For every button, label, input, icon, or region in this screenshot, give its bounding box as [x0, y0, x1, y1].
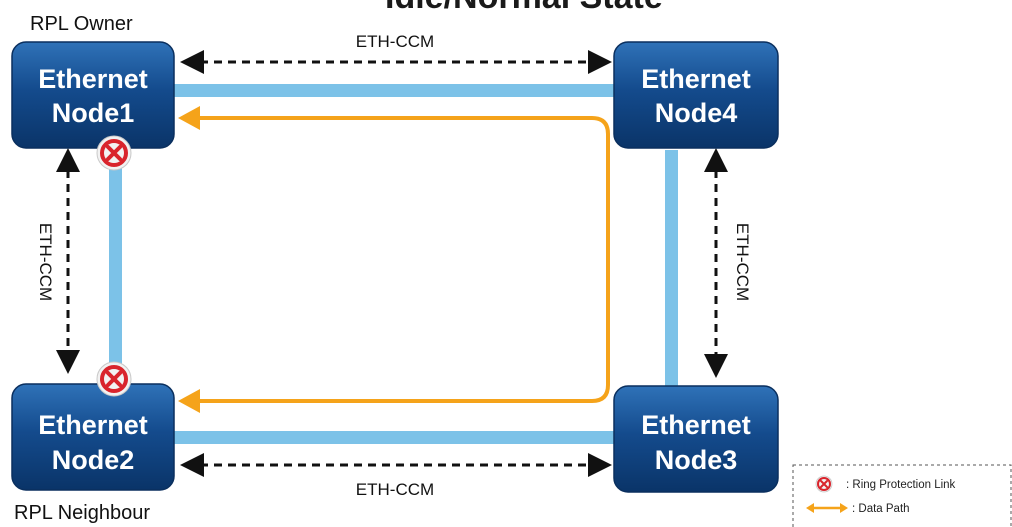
x-circle-icon: [815, 475, 833, 493]
legend-ring-protection-link: : Ring Protection Link: [846, 479, 956, 491]
diagram-title: Idle/Normal State: [385, 0, 663, 16]
data-path-arrowhead-node1: [178, 106, 200, 130]
ccm-label-top: ETH-CCM: [356, 32, 434, 51]
rpl-owner-label: RPL Owner: [30, 13, 133, 35]
x-circle-icon: [96, 361, 132, 397]
ccm-arrowhead: [588, 50, 612, 74]
node-label-line1: Ethernet: [38, 64, 148, 94]
legend: : Ring Protection Link : Data Path: [792, 464, 1012, 527]
link-node1-node4: [170, 84, 620, 97]
node-label-line2: Node2: [52, 445, 135, 475]
ccm-label-right: ETH-CCM: [733, 223, 752, 301]
ccm-arrowhead: [704, 354, 728, 378]
node-box: [613, 385, 779, 493]
ccm-arrowhead: [180, 453, 204, 477]
legend-data-path: : Data Path: [852, 503, 910, 515]
ccm-label-left: ETH-CCM: [36, 223, 55, 301]
node-ethernet-node4: Ethernet Node4: [613, 41, 779, 149]
link-node4-node3: [665, 150, 678, 390]
node-box: [613, 41, 779, 149]
node-label-line2: Node3: [655, 445, 738, 475]
node-label-line2: Node4: [655, 98, 738, 128]
ccm-arrowhead: [588, 453, 612, 477]
ccm-arrowhead: [180, 50, 204, 74]
node-ethernet-node2: Ethernet Node2: [11, 383, 175, 491]
legend-box: [792, 464, 1012, 527]
ccm-label-bottom: ETH-CCM: [356, 480, 434, 499]
rpl-neighbour-label: RPL Neighbour: [14, 502, 150, 524]
ccm-arrows: [56, 50, 728, 477]
ccm-arrowhead: [56, 148, 80, 172]
data-path-line: [192, 116, 610, 403]
ccm-arrowhead: [704, 148, 728, 172]
node-label-line1: Ethernet: [38, 410, 148, 440]
node-box: [11, 383, 175, 491]
data-path-legend-icon: [806, 503, 848, 513]
node-ethernet-node3: Ethernet Node3: [613, 385, 779, 493]
node-label-line2: Node1: [52, 98, 135, 128]
node-label-line1: Ethernet: [641, 410, 751, 440]
x-circle-icon: [96, 135, 132, 171]
node-ethernet-node1: Ethernet Node1: [11, 41, 175, 149]
ccm-arrowhead: [56, 350, 80, 374]
node-label-line1: Ethernet: [641, 64, 751, 94]
data-path-arrowhead-node2: [178, 389, 200, 413]
data-path: [178, 106, 610, 413]
link-node1-node2: [109, 150, 122, 385]
link-node2-node3: [170, 431, 620, 444]
node-box: [11, 41, 175, 149]
ring-links: [109, 84, 678, 444]
